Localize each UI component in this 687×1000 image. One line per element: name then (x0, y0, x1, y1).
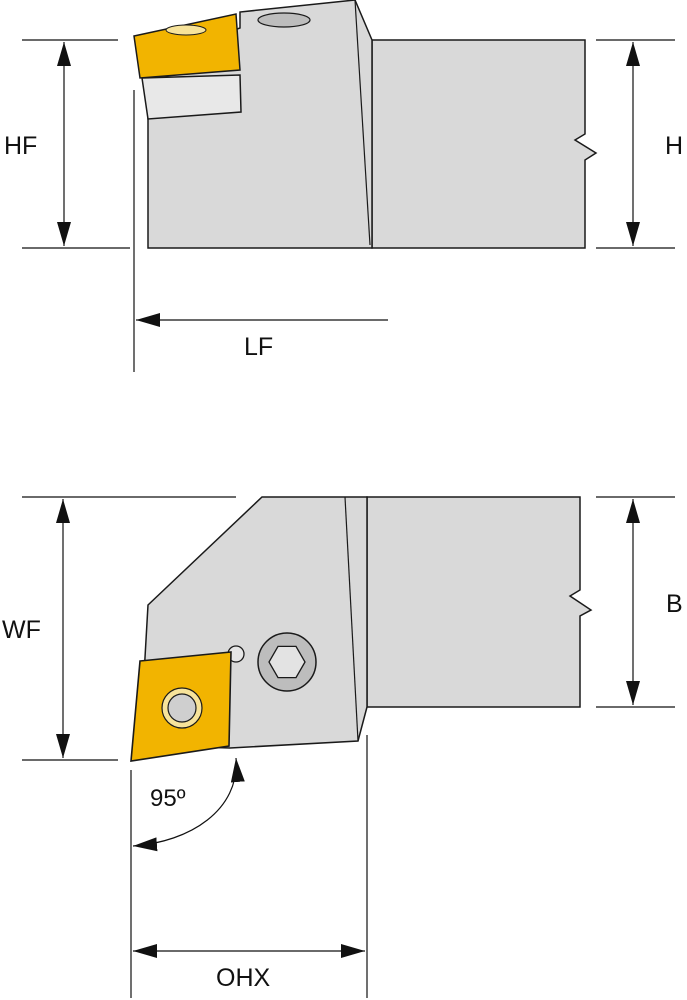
ohx-label: OHX (216, 964, 271, 992)
angle-arc (132, 757, 245, 852)
hex-socket-icon (268, 645, 306, 679)
shank-top (366, 496, 593, 708)
shank-side (371, 39, 598, 249)
hf-label: HF (4, 132, 37, 160)
side-view: HF H LF (4, 0, 683, 372)
head-face-line (354, 0, 371, 246)
angle-label: 95º (150, 785, 186, 812)
h-label: H (665, 132, 683, 160)
b-label: B (666, 590, 683, 618)
head-top-face-line (344, 496, 359, 742)
insert-side (133, 13, 241, 79)
insert-screw (167, 693, 197, 723)
insert-hole-side (165, 24, 207, 36)
wf-label: WF (2, 616, 41, 644)
clamp-hole-side (257, 12, 311, 28)
top-view: WF B 95º OHX (2, 496, 683, 998)
lf-label: LF (244, 333, 273, 361)
insert-seat-side (141, 74, 242, 120)
